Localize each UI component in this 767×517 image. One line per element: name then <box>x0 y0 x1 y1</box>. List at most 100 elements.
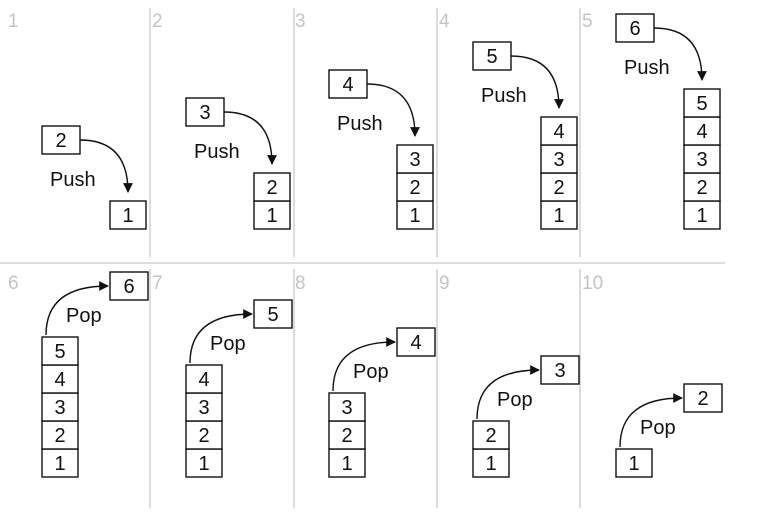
pop-arrow <box>332 337 396 392</box>
stack-cell: 2 <box>328 420 366 450</box>
push-arrow <box>510 55 564 109</box>
stack-cell-box <box>540 116 578 146</box>
push-label: Push <box>50 169 96 191</box>
push-arrow <box>366 83 420 137</box>
pushed-item-box <box>328 69 368 99</box>
stack-cell: 4 <box>185 364 223 394</box>
stack-cell-box <box>253 172 291 202</box>
frame-number: 6 <box>8 273 19 294</box>
popped-item-value: 2 <box>697 388 708 410</box>
stack-cell: 1 <box>41 448 79 478</box>
stack-cell: 2 <box>41 420 79 450</box>
popped-item: 3 <box>540 355 580 385</box>
stack-cell: 1 <box>109 200 147 230</box>
stack-cell: 3 <box>41 392 79 422</box>
pushed-item-value: 6 <box>629 18 640 40</box>
stack-cell-box <box>683 172 721 202</box>
stack-cell-value: 1 <box>266 205 277 227</box>
popped-item-value: 6 <box>123 276 134 298</box>
frame-number: 4 <box>439 11 450 32</box>
stack-cell-value: 1 <box>409 205 420 227</box>
stack-cell-box <box>472 420 510 450</box>
pushed-item: 3 <box>185 97 225 127</box>
stack-cell: 1 <box>253 200 291 230</box>
push-label: Push <box>337 113 383 135</box>
stack-cell-box <box>41 392 79 422</box>
stack-cell: 2 <box>683 172 721 202</box>
popped-item-box <box>683 383 723 413</box>
stack-cell: 4 <box>683 116 721 146</box>
pop-arrow <box>189 309 253 364</box>
stack-cell-value: 2 <box>341 425 352 447</box>
stack-cell-value: 1 <box>485 453 496 475</box>
pushed-item: 2 <box>41 125 81 155</box>
stack-cell: 1 <box>615 448 653 478</box>
stack-cell-value: 3 <box>341 397 352 419</box>
stack-cell-value: 2 <box>696 177 707 199</box>
push-label: Push <box>624 57 670 79</box>
stack-cell-value: 1 <box>628 453 639 475</box>
stack-cell: 1 <box>396 200 434 230</box>
stack-cell: 2 <box>396 172 434 202</box>
stack-cell-value: 3 <box>198 397 209 419</box>
popped-item-value: 3 <box>554 360 565 382</box>
pop-label: Pop <box>210 333 246 355</box>
popped-item: 2 <box>683 383 723 413</box>
frame-number: 5 <box>582 11 593 32</box>
stack-cell: 4 <box>540 116 578 146</box>
stack-cell-value: 2 <box>198 425 209 447</box>
pushed-item: 4 <box>328 69 368 99</box>
pop-label: Pop <box>497 389 533 411</box>
pushed-item-value: 5 <box>486 46 497 68</box>
stack-cell-box <box>540 200 578 230</box>
stack-cell: 5 <box>683 88 721 118</box>
stack-cell-value: 5 <box>54 341 65 363</box>
stack-cell-value: 2 <box>266 177 277 199</box>
pushed-item-value: 4 <box>342 74 353 96</box>
popped-item: 4 <box>396 327 436 357</box>
pushed-item-box <box>472 41 512 71</box>
stack-cell: 2 <box>253 172 291 202</box>
pushed-item-box <box>615 13 655 43</box>
pushed-item-box <box>185 97 225 127</box>
stack-cell-value: 3 <box>409 149 420 171</box>
frame-number: 1 <box>8 11 19 32</box>
pop-arrow <box>476 365 540 420</box>
stack-cell-box <box>328 448 366 478</box>
push-label: Push <box>194 141 240 163</box>
stack-cell: 2 <box>540 172 578 202</box>
pushed-item: 6 <box>615 13 655 43</box>
stack-cell-value: 4 <box>54 369 65 391</box>
frame-number: 3 <box>295 11 306 32</box>
stack-cell-box <box>41 336 79 366</box>
frame-number: 8 <box>295 273 306 294</box>
stack-cell: 1 <box>683 200 721 230</box>
stack-cell-value: 1 <box>198 453 209 475</box>
stack-cell-value: 4 <box>696 121 707 143</box>
stack-cell-value: 1 <box>54 453 65 475</box>
push-arrow <box>223 111 277 165</box>
pop-label: Pop <box>66 305 102 327</box>
stack-cell-value: 1 <box>122 205 133 227</box>
stack-cell: 3 <box>328 392 366 422</box>
pop-arrow <box>45 281 109 336</box>
popped-item: 5 <box>253 299 293 329</box>
stack-cell-value: 1 <box>553 205 564 227</box>
pushed-item: 5 <box>472 41 512 71</box>
stack-cell-box <box>540 144 578 174</box>
stack-cell-value: 2 <box>485 425 496 447</box>
pushed-item-value: 3 <box>199 102 210 124</box>
stack-cell-value: 2 <box>409 177 420 199</box>
frame-number: 7 <box>152 273 163 294</box>
stack-cell: 4 <box>41 364 79 394</box>
stack-cell-box <box>253 200 291 230</box>
stack-cell-box <box>615 448 653 478</box>
stack-cell: 1 <box>328 448 366 478</box>
stack-cell-value: 2 <box>553 177 564 199</box>
